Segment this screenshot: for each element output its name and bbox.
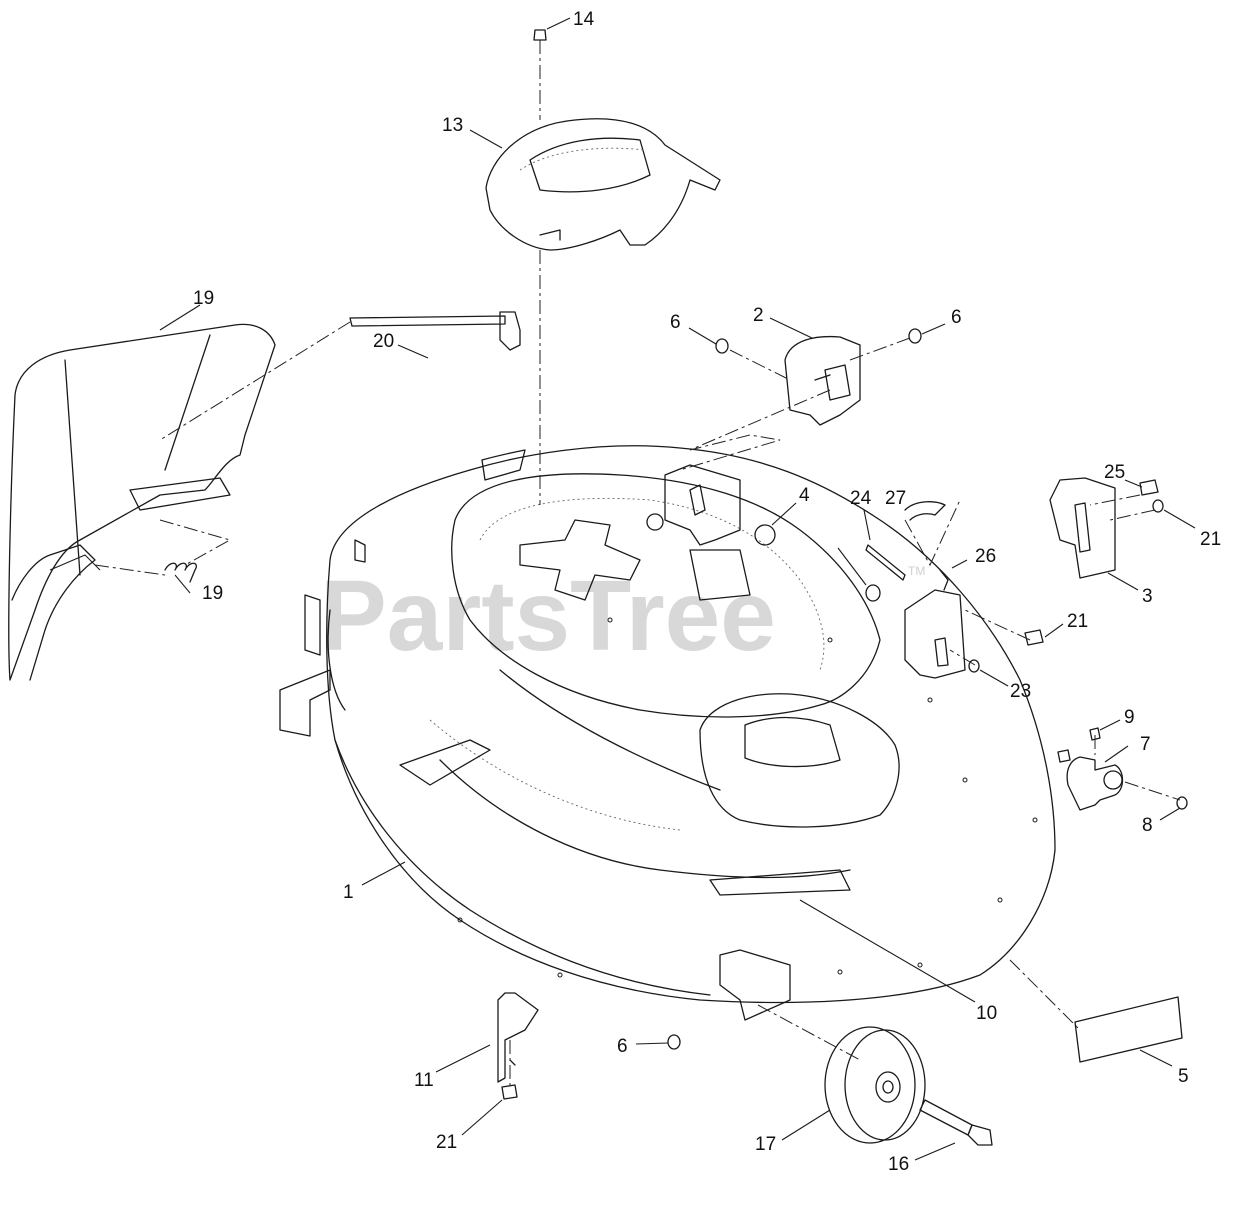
callout-8[interactable]: 8 bbox=[1142, 815, 1153, 836]
callout-21-mid[interactable]: 21 bbox=[1067, 611, 1088, 632]
callout-26[interactable]: 27 bbox=[885, 488, 906, 509]
gauge-wheel-part-16[interactable] bbox=[824, 1026, 926, 1144]
callout-15[interactable]: 16 bbox=[888, 1154, 909, 1175]
wash-port-part-7[interactable] bbox=[1066, 756, 1124, 811]
deflector-part-19[interactable] bbox=[8, 323, 276, 681]
callout-2[interactable]: 2 bbox=[753, 305, 764, 326]
hitch-bracket[interactable] bbox=[646, 464, 776, 546]
callout-24[interactable]: 23 bbox=[1010, 681, 1031, 702]
bracket-part-11[interactable] bbox=[497, 992, 539, 1083]
bracket-front-right[interactable] bbox=[904, 589, 966, 679]
callout-13[interactable]: 13 bbox=[442, 115, 463, 136]
hardware[interactable] bbox=[501, 29, 1188, 1100]
callout-9[interactable]: 9 bbox=[1124, 707, 1135, 728]
bolt-part-15[interactable] bbox=[919, 1099, 993, 1146]
callout-16[interactable]: 17 bbox=[755, 1134, 776, 1155]
callout-6-bottom[interactable]: 6 bbox=[617, 1036, 628, 1057]
callout-11[interactable]: 11 bbox=[414, 1070, 434, 1091]
callout-6-top-left[interactable]: 6 bbox=[670, 312, 681, 333]
callout-labels: 14 13 19 20 6 2 6 25 21 3 4 24 27 26 21 … bbox=[193, 9, 1221, 1175]
leader-lines bbox=[159, 17, 1196, 1161]
callout-25[interactable]: 26 bbox=[975, 546, 996, 567]
callout-4[interactable]: 4 bbox=[799, 485, 810, 506]
assembly-lines bbox=[94, 40, 1181, 1085]
callout-1[interactable]: 1 bbox=[343, 882, 354, 903]
watermark-trademark: TM bbox=[908, 564, 925, 578]
callout-18[interactable]: 19 bbox=[202, 583, 223, 604]
callout-22[interactable]: 24 bbox=[850, 488, 872, 509]
discharge-cover-part-13[interactable] bbox=[485, 118, 721, 251]
watermark: PartsTree TM bbox=[320, 560, 925, 672]
bracket-part-3[interactable] bbox=[1049, 477, 1116, 579]
callout-21-right[interactable]: 21 bbox=[1200, 529, 1221, 550]
callout-10[interactable]: 10 bbox=[976, 1003, 997, 1024]
bracket-part-2[interactable] bbox=[784, 335, 861, 426]
callout-19[interactable]: 19 bbox=[193, 288, 214, 309]
callout-20[interactable]: 21 bbox=[436, 1132, 457, 1153]
callout-3[interactable]: 3 bbox=[1142, 586, 1153, 607]
callout-5[interactable]: 5 bbox=[1178, 1066, 1189, 1087]
rod-part-17[interactable] bbox=[349, 311, 521, 351]
mower-deck-part-1[interactable] bbox=[279, 445, 1056, 1021]
callout-6-top-right[interactable]: 6 bbox=[951, 307, 962, 328]
callout-7[interactable]: 7 bbox=[1140, 734, 1151, 755]
spring-part-18[interactable] bbox=[164, 562, 197, 594]
watermark-text: PartsTree bbox=[320, 560, 776, 672]
decal-part-5[interactable] bbox=[1074, 996, 1183, 1063]
callout-23[interactable]: 25 bbox=[1104, 462, 1125, 483]
callout-17[interactable]: 20 bbox=[373, 331, 394, 352]
callout-14[interactable]: 14 bbox=[573, 9, 595, 30]
